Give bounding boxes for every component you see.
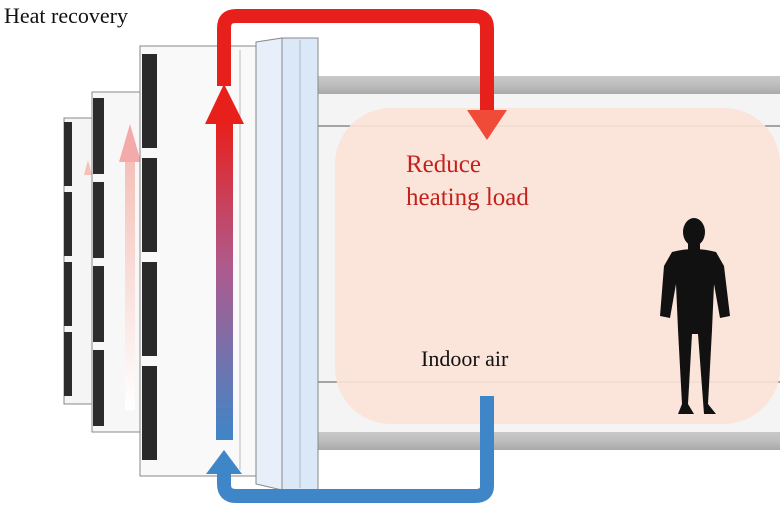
- cool-return-flow: [206, 396, 494, 503]
- reduce-note-line-1: Reduce: [406, 151, 481, 178]
- duct-top-rail: [315, 76, 780, 94]
- wall-panel-back: [63, 117, 95, 405]
- indoor-air-zone: [335, 108, 780, 424]
- heat-exchanger-pane: [255, 37, 319, 491]
- person-silhouette-icon: [660, 218, 730, 414]
- reduce-note-line-2: heating load: [406, 184, 529, 211]
- heat-recovery-arrow: [205, 84, 244, 440]
- wall-panel-front: [139, 45, 257, 477]
- indoor-air-label: Indoor air: [421, 346, 509, 371]
- duct-bottom-rail: [315, 432, 780, 450]
- wall-panel-middle: [91, 91, 143, 433]
- reduce-heating-load-note: Reduce heating load: [406, 148, 529, 214]
- diagram-title: Heat recovery: [4, 3, 128, 28]
- warm-supply-flow: [217, 9, 507, 140]
